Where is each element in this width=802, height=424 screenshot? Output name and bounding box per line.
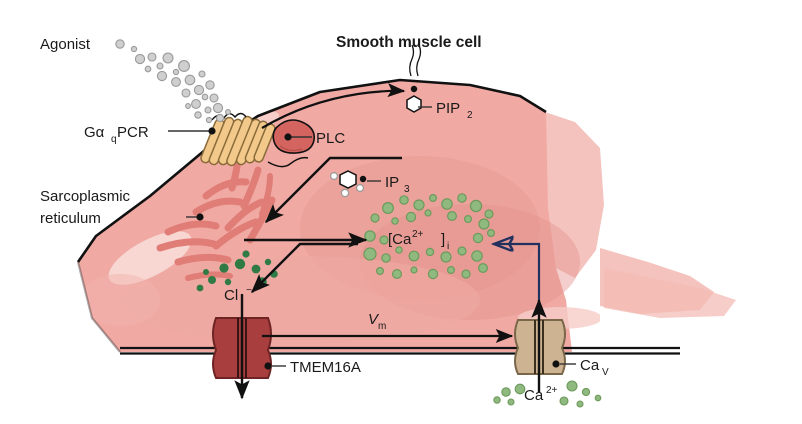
svg-text:]: ] — [441, 231, 445, 248]
plc-label: PLC — [316, 130, 345, 147]
pip2-molecule — [406, 44, 422, 113]
svg-text:2+: 2+ — [412, 229, 424, 240]
cav-label: Ca V — [580, 357, 609, 378]
sarcoplasmic-reticulum-label: Sarcoplasmic reticulum — [40, 188, 131, 227]
cytosolic-calcium-pool — [363, 193, 496, 280]
svg-text:reticulum: reticulum — [40, 210, 101, 227]
svg-text:V: V — [602, 367, 609, 378]
svg-text:Sarcoplasmic: Sarcoplasmic — [40, 188, 131, 205]
svg-text:2: 2 — [467, 110, 473, 121]
svg-text:[Ca: [Ca — [388, 231, 412, 248]
signal-arrows — [244, 83, 514, 344]
svg-text:3: 3 — [404, 184, 410, 195]
plasma-membrane — [120, 346, 680, 355]
membrane-potential-label: V m — [368, 311, 386, 332]
svg-text:2+: 2+ — [546, 385, 558, 396]
svg-text:i: i — [447, 241, 449, 252]
smooth-muscle-cell-body — [76, 78, 600, 353]
svg-text:Gα: Gα — [84, 124, 105, 141]
ip3-molecule — [330, 170, 367, 198]
svg-text:q: q — [111, 134, 117, 145]
svg-text:Cl: Cl — [224, 287, 238, 304]
cytosolic-calcium-label: [Ca 2+ 2+ ] i — [388, 229, 449, 252]
svg-text:IP: IP — [385, 174, 399, 191]
svg-text:m: m — [378, 321, 386, 332]
extracellular-calcium-ions — [493, 380, 602, 408]
cav-channel — [514, 298, 566, 392]
svg-text:Ca: Ca — [580, 357, 600, 374]
calcium-feedback-arrow — [496, 244, 541, 300]
gpcr-label: Gα q PCR — [84, 124, 149, 145]
agonist-particles — [115, 39, 231, 124]
leader-lines — [168, 106, 576, 367]
svg-text:−: − — [246, 285, 252, 296]
svg-text:Ca: Ca — [524, 387, 544, 404]
extracellular-calcium-label: Ca 2+ — [524, 385, 558, 404]
ip3-label: IP 3 — [385, 174, 410, 195]
tmem16a-channel — [212, 294, 272, 400]
chloride-label: Cl − — [224, 285, 252, 304]
neighbour-cell-fragments — [545, 112, 736, 318]
agonist-label: Agonist — [40, 36, 91, 53]
page-title: Smooth muscle cell — [336, 34, 482, 51]
svg-text:PCR: PCR — [117, 124, 149, 141]
svg-text:V: V — [368, 311, 380, 328]
pip2-label: PIP 2 — [436, 100, 473, 121]
sarcoplasmic-reticulum — [156, 150, 276, 281]
tmem16a-label: TMEM16A — [290, 359, 361, 376]
svg-text:PIP: PIP — [436, 100, 460, 117]
